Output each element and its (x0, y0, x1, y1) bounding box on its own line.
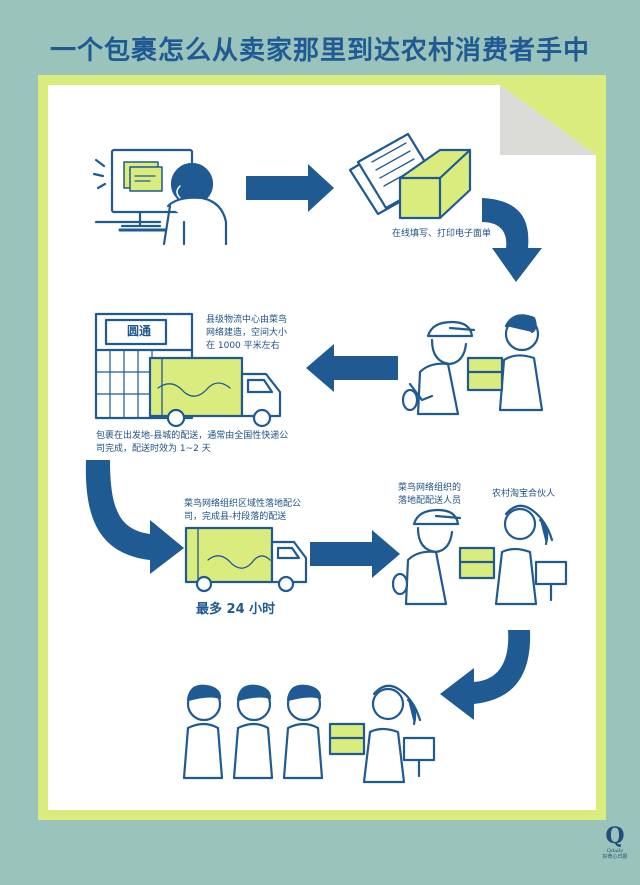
max-time-label: 最多 24 小时 (196, 602, 276, 617)
flow-arrow-3 (306, 344, 398, 392)
courier-caption: 菜鸟网络组织的 落地配配送人员 (398, 483, 462, 506)
label-and-box (348, 132, 472, 220)
village-delivery-caption: 菜鸟网络组织区域性落地配公 司，完成县-村段落的配送 (184, 499, 302, 522)
van-sign-text: 圆通 (126, 324, 151, 338)
delivery-van (184, 526, 308, 593)
flow-arrow-6 (440, 630, 531, 720)
logo-subtitle: Qdaily 好奇心日报 (602, 848, 628, 860)
county-logistics-center (94, 312, 282, 428)
partner-caption: 农村淘宝合伙人 (492, 489, 556, 499)
page-title: 一个包裹怎么从卖家那里到达农村消费者手中 (49, 36, 590, 66)
print-label-caption: 在线填写、打印电子面单 (392, 229, 492, 239)
courier-pickup (401, 314, 544, 416)
flow-arrow-1 (246, 164, 334, 212)
courier-to-partner (391, 504, 568, 606)
brand-logo: Q Qdaily 好奇心日报 (600, 824, 630, 860)
express-caption: 包裹在出发地-县城的配送，通常由全国性快递公 司完成，配送时效为 1~2 天 (96, 431, 289, 454)
flow-arrow-2 (482, 198, 542, 282)
flow-arrow-5 (310, 530, 400, 578)
villagers-receiving (182, 684, 436, 784)
seller-at-computer (92, 148, 228, 246)
county-center-caption: 县级物流中心由菜鸟 网络建造，空间大小 在 1000 平米左右 (206, 315, 288, 351)
logo-letter: Q (605, 823, 625, 849)
flow-arrow-4 (85, 460, 184, 574)
